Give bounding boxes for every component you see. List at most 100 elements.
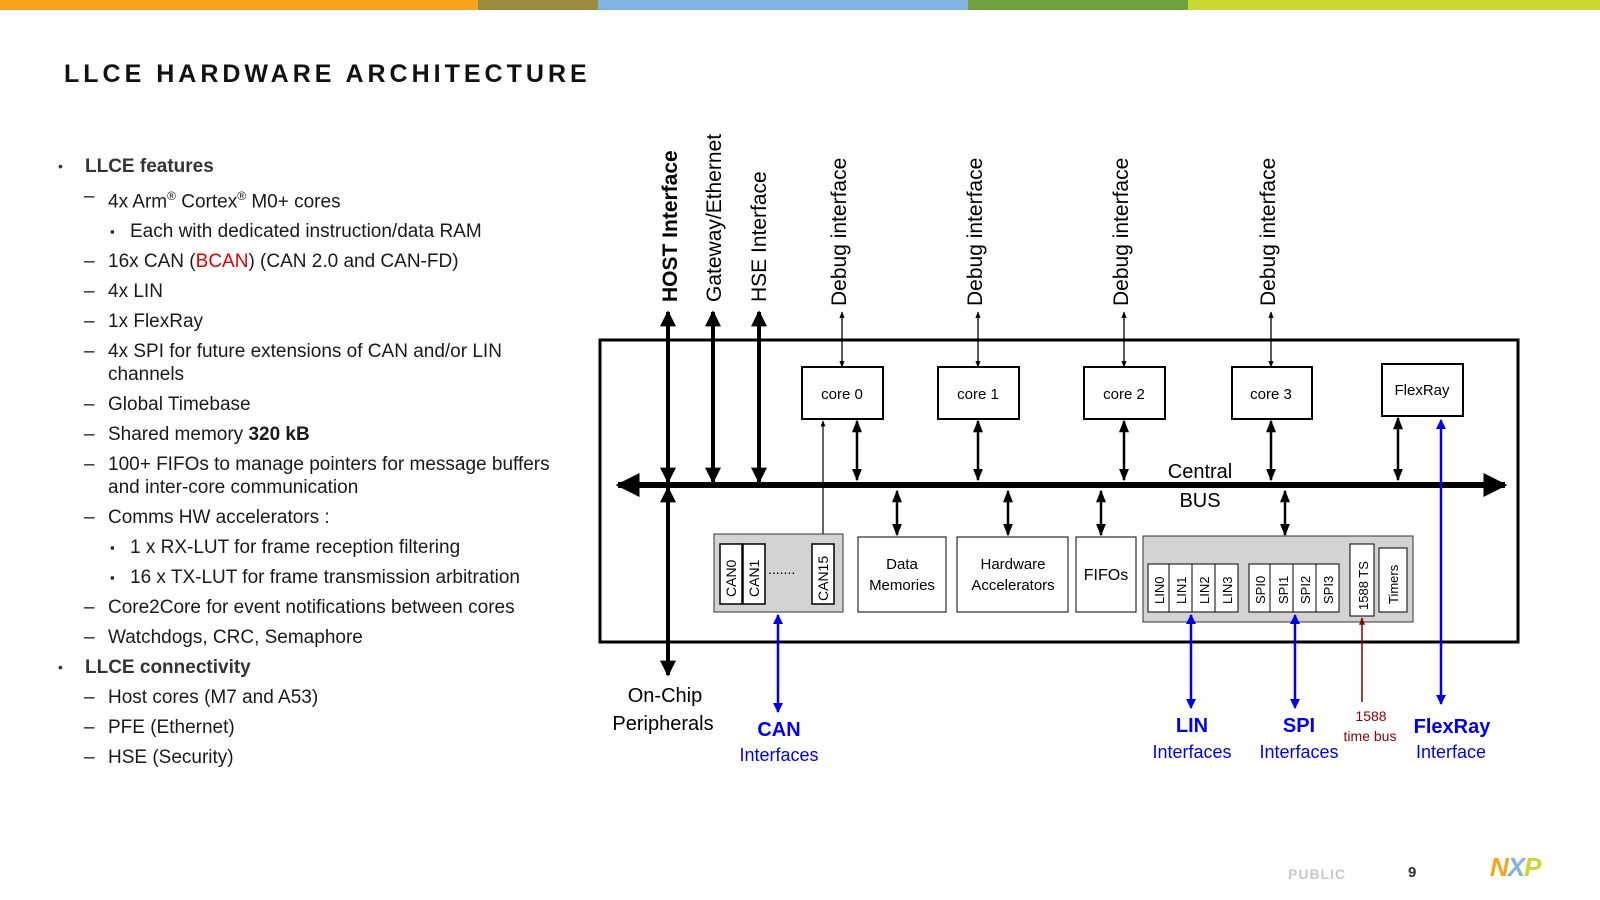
bullet-text: Shared memory [108, 424, 249, 446]
bullet-text: Comms HW accelerators : [108, 507, 330, 529]
bullet-marker: – [84, 424, 95, 446]
core-0-block: core 0 [801, 366, 884, 420]
bullet-item: –1x FlexRay [58, 310, 578, 333]
bullet-item: ▪ 16 x TX-LUT for frame transmission arbi… [58, 566, 578, 589]
feature-bullet-list: •LLCE features–4x Arm® Cortex® M0+ cores… [58, 155, 578, 776]
lin-interfaces-label-1: LIN [1176, 715, 1208, 737]
data-memories-block: Data Memories [857, 536, 947, 613]
time-bus-label-1: 1588 [1355, 708, 1386, 724]
bullet-marker: – [84, 627, 95, 649]
bullet-text: M0+ cores [246, 191, 341, 213]
nxp-logo: NXP [1490, 852, 1541, 883]
bullet-marker: – [84, 717, 95, 739]
fifos-block: FIFOs [1075, 536, 1137, 613]
bullet-item: –PFE (Ethernet) [58, 716, 578, 739]
bullet-text: Each with dedicated instruction/data RAM [130, 221, 482, 243]
can0-cell: CAN0 [723, 559, 739, 597]
flexray-interface-label-1: FlexRay [1414, 716, 1492, 738]
bullet-marker: • [58, 659, 63, 676]
bullet-item: –16x CAN (BCAN) (CAN 2.0 and CAN-FD) [58, 250, 578, 273]
flexray-block: FlexRay [1381, 363, 1464, 417]
topbar-segment-orange [0, 0, 478, 10]
spi3-cell: SPI3 [1321, 576, 1336, 604]
bullet-text: 1x FlexRay [108, 311, 204, 333]
bullet-item: –HSE (Security) [58, 746, 578, 769]
bullet-text: 320 kB [248, 424, 310, 446]
core-0-label: core 0 [821, 386, 863, 403]
topbar-segment-blue [598, 0, 968, 10]
bullet-text: Core2Core for event notifications betwee… [108, 597, 515, 619]
spi0-cell: SPI0 [1253, 576, 1268, 604]
hw-accelerators-block: Hardware Accelerators [956, 536, 1069, 613]
can-interfaces-label-2: Interfaces [739, 745, 818, 765]
llce-block [598, 338, 1520, 644]
bullet-marker: – [84, 281, 95, 303]
bullet-marker: – [84, 507, 95, 529]
bullet-text: PFE (Ethernet) [108, 717, 235, 739]
bullet-text: LLCE connectivity [85, 657, 251, 679]
core-3-block: core 3 [1231, 366, 1313, 420]
on-chip-label-1: On-Chip [628, 685, 702, 707]
debug-interface-label-2: Debug interface [1110, 158, 1133, 306]
spi-interfaces-label-1: SPI [1283, 715, 1315, 737]
time-bus-label-2: time bus [1344, 728, 1397, 744]
bullet-text: 4x Arm [108, 191, 168, 213]
lin-interfaces-label-2: Interfaces [1152, 742, 1231, 762]
lin1-cell: LIN1 [1174, 577, 1189, 604]
bullet-text: Watchdogs, CRC, Semaphore [108, 627, 363, 649]
flexray-interface-label-2: Interface [1416, 742, 1486, 762]
bullet-item: –Core2Core for event notifications betwe… [58, 596, 578, 619]
bullet-marker: ▪ [110, 570, 115, 586]
bullet-text: ) (CAN 2.0 and CAN-FD) [248, 251, 459, 273]
core-1-block: core 1 [937, 366, 1020, 420]
peripherals-group: LIN0 LIN1 LIN2 LIN3 SPI0 SPI1 SPI2 SPI3 … [1142, 535, 1414, 623]
ts-cell: 1588 TS [1356, 561, 1371, 610]
lin3-cell: LIN3 [1220, 577, 1235, 604]
bullet-text: 4x SPI for future extensions of CAN and/… [108, 341, 502, 386]
can-interfaces-label-1: CAN [757, 719, 800, 741]
top-color-bar [0, 0, 1600, 10]
topbar-segment-lime [1188, 0, 1600, 10]
lin2-cell: LIN2 [1197, 577, 1212, 604]
debug-interface-label-1: Debug interface [964, 158, 987, 306]
bullet-text: Global Timebase [108, 394, 251, 416]
hw-accelerators-label-1: Hardware [980, 556, 1045, 573]
data-memories-label-1: Data [886, 556, 918, 573]
bullet-text: 16 x TX-LUT for frame transmission arbit… [130, 567, 520, 589]
bullet-marker: ▪ [110, 224, 115, 240]
bullet-item: –Comms HW accelerators : [58, 506, 578, 529]
nxp-logo-p: P [1524, 852, 1541, 882]
registered-mark: ® [167, 189, 176, 203]
spi2-cell: SPI2 [1298, 576, 1313, 604]
bullet-text: HSE (Security) [108, 747, 234, 769]
gateway-ethernet-label: Gateway/Ethernet [703, 134, 726, 302]
core-2-label: core 2 [1103, 386, 1145, 403]
can-dots: ....... [768, 561, 795, 577]
footer-public-label: PUBLIC [1288, 866, 1347, 882]
bullet-marker: – [84, 341, 95, 363]
bullet-item: ▪ Each with dedicated instruction/data RA… [58, 220, 578, 243]
debug-interface-label-3: Debug interface [1257, 158, 1280, 306]
registered-mark: ® [237, 189, 247, 203]
bullet-marker: – [84, 687, 95, 709]
bullet-marker: – [84, 747, 95, 769]
topbar-segment-olive [478, 0, 598, 10]
bullet-item: –Host cores (M7 and A53) [58, 686, 578, 709]
nxp-logo-n: N [1490, 852, 1509, 882]
fifos-label: FIFOs [1084, 567, 1128, 584]
hw-accelerators-label-2: Accelerators [971, 577, 1054, 594]
can15-cell: CAN15 [815, 556, 831, 601]
bullet-text: 100+ FIFOs to manage pointers for messag… [108, 454, 550, 499]
topbar-segment-green [968, 0, 1188, 10]
spi1-cell: SPI1 [1276, 576, 1291, 604]
nxp-logo-x: X [1507, 852, 1525, 882]
page-title: LLCE HARDWARE ARCHITECTURE [64, 60, 591, 88]
bullet-item: –4x LIN [58, 280, 578, 303]
bullet-item: –100+ FIFOs to manage pointers for messa… [58, 453, 578, 499]
host-interface-label: HOST Interface [659, 150, 682, 302]
bullet-item: –Watchdogs, CRC, Semaphore [58, 626, 578, 649]
can-group: CAN0 CAN1 CAN15 ....... [713, 533, 844, 613]
bullet-text: BCAN [195, 251, 249, 273]
bullet-text: 4x LIN [108, 281, 163, 303]
